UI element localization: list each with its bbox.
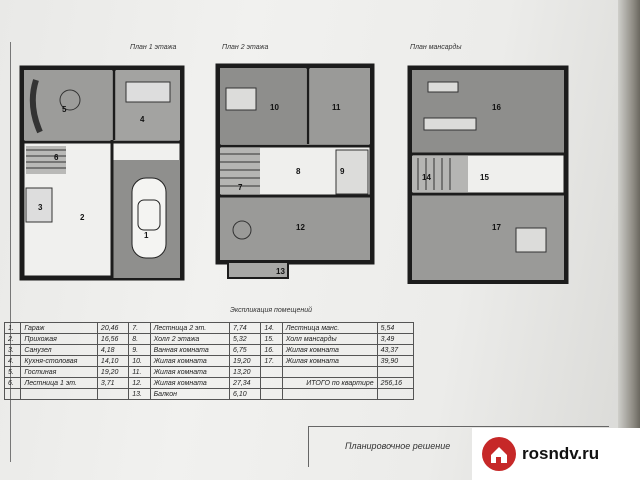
room-no: 6. (3, 377, 22, 389)
room-number: 1 (144, 231, 149, 240)
room-number: 15 (480, 173, 489, 182)
total-label: ИТОГО по квартире (281, 377, 378, 389)
attic-title: План мансарды (410, 44, 462, 51)
room-number: 11 (332, 103, 341, 112)
room-no: 13. (128, 388, 151, 400)
room-no: 1. (3, 322, 22, 334)
room-name: Гостиная (20, 366, 98, 378)
room-name: Жилая комната (149, 377, 231, 389)
room-number: 7 (238, 183, 243, 192)
room-area: 19,20 (96, 366, 130, 378)
floor2-title: План 2 этажа (222, 44, 269, 51)
room-name: Балкон (149, 388, 231, 400)
room-number: 9 (340, 167, 345, 176)
room-no: 15. (260, 333, 283, 345)
room-no: 4. (3, 355, 22, 367)
floor1-title: План 1 этажа (130, 44, 177, 51)
room-no: 9. (128, 344, 151, 356)
room-no: 2. (3, 333, 22, 345)
room-name: Жилая комната (281, 355, 378, 367)
room-name: Кухня-столовая (20, 355, 98, 367)
room-area: 4,18 (96, 344, 130, 356)
room-name: Санузел (20, 344, 98, 356)
room-name: Гараж (20, 322, 98, 334)
room-name: Холл мансарды (281, 333, 378, 345)
room-number: 3 (38, 203, 43, 212)
room-number: 16 (492, 103, 501, 112)
room-number: 12 (296, 223, 305, 232)
attic-plan: 14 15 16 17 (404, 62, 574, 284)
room-area: 5,54 (376, 322, 415, 334)
room-number: 8 (296, 167, 301, 176)
room-area: 19,20 (229, 355, 262, 367)
room-no: 3. (3, 344, 22, 356)
drawing-frame (10, 42, 609, 462)
stamp-text: Планировочное решение (345, 441, 451, 451)
room-number: 13 (276, 267, 285, 276)
room-name: Прихожая (20, 333, 98, 345)
room-area: 14,10 (96, 355, 130, 367)
room-number: 2 (80, 213, 85, 222)
room-name: Жилая комната (149, 366, 231, 378)
room-number: 6 (54, 153, 59, 162)
room-area: 3,71 (96, 377, 130, 389)
room-no: 12. (128, 377, 151, 389)
floor1-plan: 1 2 3 4 5 6 (14, 60, 186, 300)
room-area: 27,34 (229, 377, 262, 389)
total-value: 256,16 (376, 377, 415, 389)
sheet-edge (618, 0, 640, 480)
room-no: 8. (128, 333, 151, 345)
room-area: 6,10 (229, 388, 262, 400)
house-icon (482, 437, 516, 471)
room-number: 4 (140, 115, 145, 124)
room-no: 5. (3, 366, 22, 378)
room-no: 16. (260, 344, 283, 356)
room-name: Жилая комната (281, 344, 378, 356)
room-area: 3,49 (376, 333, 415, 345)
logo-text: rosndv.ru (522, 444, 600, 463)
room-name: Лестница 2 эт. (149, 322, 231, 334)
room-area: 5,32 (229, 333, 262, 345)
room-number: 17 (492, 223, 501, 232)
room-name: Жилая комната (149, 355, 231, 367)
room-name: Холл 2 этажа (149, 333, 231, 345)
room-area: 7,74 (229, 322, 262, 334)
room-name: Лестница 1 эт. (20, 377, 98, 389)
room-no: 14. (260, 322, 283, 334)
room-area: 6,75 (229, 344, 262, 356)
room-no: 11. (128, 366, 151, 378)
room-area: 39,90 (376, 355, 415, 367)
floor2-plan: 7 8 9 10 11 12 13 (212, 62, 380, 284)
title-block: Планировочное решение (308, 426, 609, 467)
room-number: 5 (62, 105, 67, 114)
room-number: 10 (270, 103, 279, 112)
room-area: 13,20 (229, 366, 262, 378)
room-number: 14 (422, 173, 431, 182)
room-area: 16,56 (96, 333, 130, 345)
room-area: 43,37 (376, 344, 415, 356)
room-area: 20,46 (96, 322, 130, 334)
room-no: 17. (260, 355, 283, 367)
room-name: Лестница манс. (281, 322, 378, 334)
table-title: Экспликация помещений (230, 307, 312, 314)
room-name: Ванная комната (149, 344, 231, 356)
watermark-logo: rosndv.ru (472, 428, 640, 480)
room-no: 10. (128, 355, 151, 367)
room-no: 7. (128, 322, 151, 334)
